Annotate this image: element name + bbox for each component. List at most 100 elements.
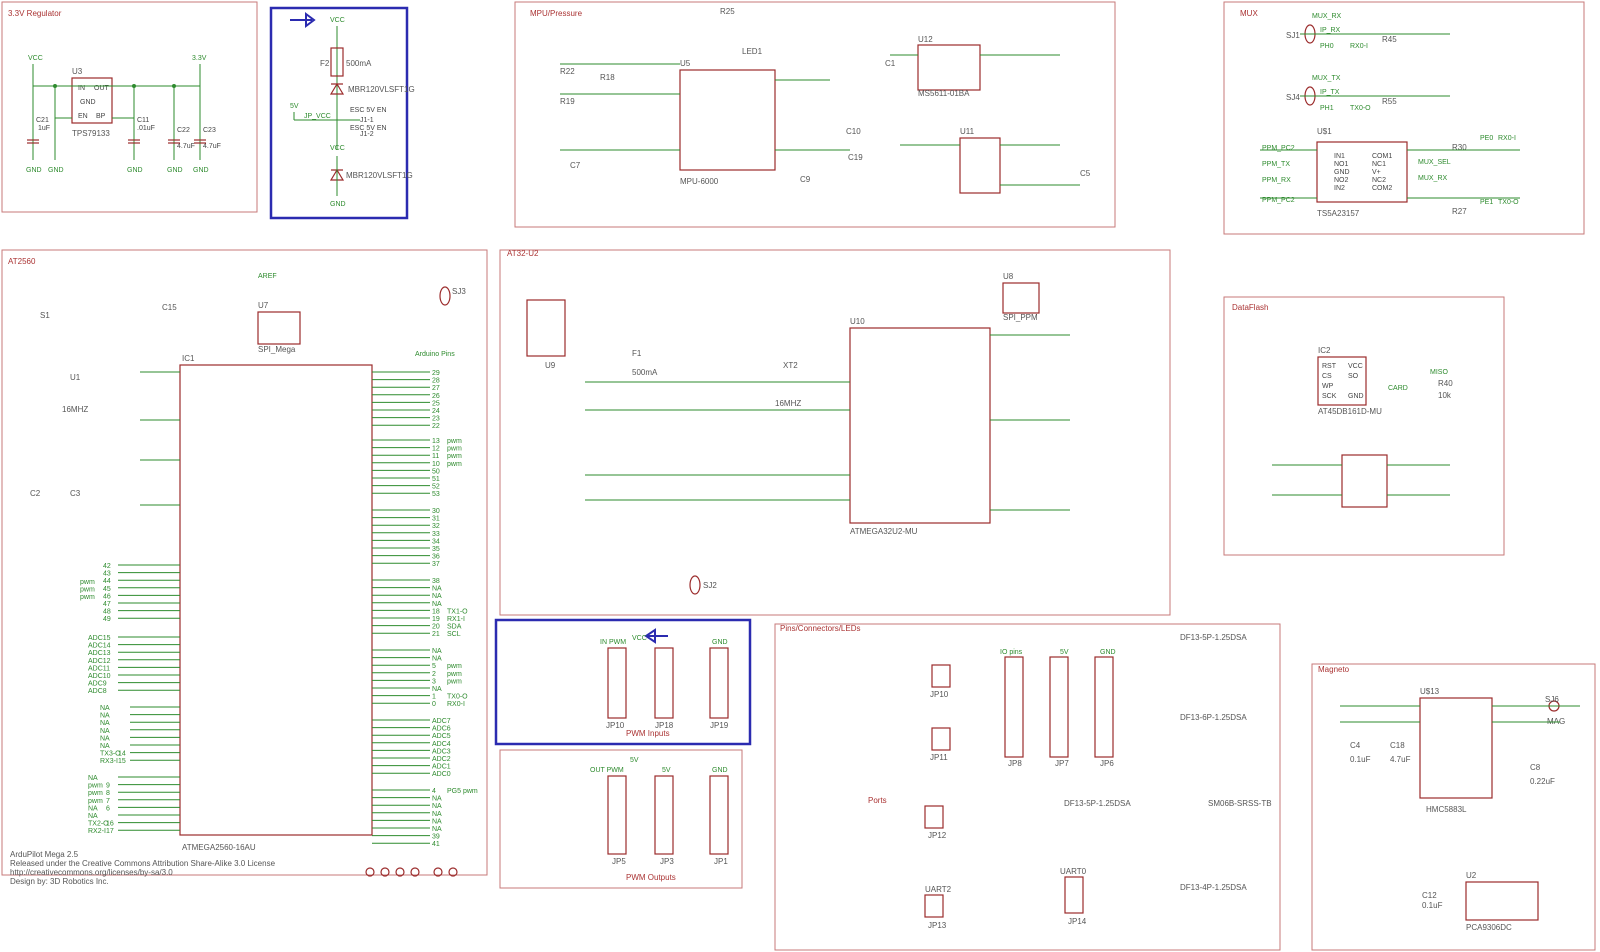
svg-text:PPM_TX: PPM_TX — [1262, 161, 1290, 168]
svg-text:GND: GND — [48, 167, 64, 174]
svg-text:RST: RST — [1322, 363, 1337, 370]
svg-text:C21: C21 — [36, 117, 49, 124]
pin-function: SDA — [447, 624, 462, 631]
svg-text:MS5611-01BA: MS5611-01BA — [918, 89, 970, 98]
svg-text:OUT: OUT — [94, 85, 110, 92]
svg-text:R45: R45 — [1382, 35, 1397, 44]
pin-number: 45 — [103, 586, 111, 593]
pin-label: TX3-O — [100, 751, 121, 758]
at32u2-circuit: U10 ATMEGA32U2-MU U9 F1 500mA XT2 16MHZ … — [526, 272, 1070, 595]
pin-number: 35 — [432, 546, 440, 553]
pin-function: TX0-O — [447, 694, 468, 701]
svg-text:VCC: VCC — [330, 145, 345, 152]
svg-text:SM06B-SRSS-TB: SM06B-SRSS-TB — [1208, 799, 1272, 808]
pin-adc-label: ADC14 — [88, 643, 111, 650]
pin-number: NA — [432, 648, 442, 655]
svg-text:C23: C23 — [203, 127, 216, 134]
pin-number: 13 — [432, 438, 440, 445]
svg-text:5V: 5V — [1060, 649, 1069, 656]
svg-text:MUX_RX: MUX_RX — [1312, 13, 1342, 20]
pin-number: 12 — [432, 446, 440, 453]
svg-text:VCC: VCC — [632, 635, 647, 642]
footer-credit: Design by: 3D Robotics Inc. — [10, 877, 109, 886]
svg-text:SO: SO — [1348, 373, 1359, 380]
pin-adc-label: ADC4 — [432, 741, 451, 748]
svg-text:C15: C15 — [162, 303, 177, 312]
svg-text:4.7uF: 4.7uF — [177, 143, 195, 150]
svg-text:AREF: AREF — [258, 273, 277, 280]
pin-adc-label: ADC3 — [432, 748, 451, 755]
svg-text:GND: GND — [1100, 649, 1116, 656]
pin-function: pwm — [447, 438, 462, 445]
svg-text:JP10: JP10 — [606, 721, 625, 730]
svg-text:C7: C7 — [570, 161, 581, 170]
pin-number: 26 — [432, 393, 440, 400]
svg-text:PCA9306DC: PCA9306DC — [1466, 923, 1512, 932]
pin-number: 53 — [432, 491, 440, 498]
svg-text:IN1: IN1 — [1334, 153, 1345, 160]
pin-number: NA — [432, 826, 442, 833]
pin-function: PG5 pwm — [447, 788, 478, 795]
svg-text:C19: C19 — [848, 153, 863, 162]
svg-text:TX0-O: TX0-O — [1350, 105, 1371, 112]
pin-function: RX1-I — [447, 616, 465, 623]
pin-adc-label: ADC13 — [88, 650, 111, 657]
svg-text:GND: GND — [80, 99, 96, 106]
pin-number: NA — [432, 656, 442, 663]
svg-text:TPS79133: TPS79133 — [72, 129, 110, 138]
pin-label: pwm — [88, 790, 103, 797]
power-select-circuit: VCC F2 500mA MBR120VLSFT1G 5V JP_VCC ESC… — [290, 12, 415, 208]
svg-text:JP19: JP19 — [710, 721, 729, 730]
svg-text:GND: GND — [193, 167, 209, 174]
pin-number: 2 — [432, 671, 436, 678]
pin-number: 38 — [432, 578, 440, 585]
pin-function: pwm — [447, 663, 462, 670]
svg-text:GND: GND — [26, 167, 42, 174]
pin-number: 39 — [432, 834, 440, 841]
svg-text:C18: C18 — [1390, 741, 1405, 750]
svg-text:WP: WP — [1322, 383, 1334, 390]
pin-number: 29 — [432, 370, 440, 377]
svg-text:5V: 5V — [662, 767, 671, 774]
svg-text:MBR120VLSFT1G: MBR120VLSFT1G — [346, 171, 413, 180]
pin-number: 6 — [106, 805, 110, 812]
svg-text:IN PWM: IN PWM — [600, 639, 626, 646]
svg-text:JP_VCC: JP_VCC — [304, 113, 331, 120]
svg-text:MISO: MISO — [1430, 369, 1448, 376]
svg-text:JP13: JP13 — [928, 921, 947, 930]
mount-hole-icon — [380, 867, 390, 877]
svg-text:PPM_PC2: PPM_PC2 — [1262, 145, 1295, 152]
pin-number: 47 — [103, 601, 111, 608]
svg-text:U10: U10 — [850, 317, 865, 326]
pin-number: 19 — [432, 616, 440, 623]
svg-text:COM1: COM1 — [1372, 153, 1392, 160]
svg-text:JP1: JP1 — [714, 857, 728, 866]
svg-text:GND: GND — [127, 167, 143, 174]
svg-text:C5: C5 — [1080, 169, 1091, 178]
svg-text:0.1uF: 0.1uF — [1350, 755, 1371, 764]
svg-text:MUX_TX: MUX_TX — [1312, 75, 1341, 82]
svg-text:U8: U8 — [1003, 272, 1014, 281]
svg-text:C11: C11 — [137, 117, 149, 124]
pin-number: 22 — [432, 423, 440, 430]
pin-number: 42 — [103, 563, 111, 570]
svg-text:PH1: PH1 — [1320, 105, 1334, 112]
mount-hole-icon — [395, 867, 405, 877]
title-mux: MUX — [1240, 9, 1258, 18]
pin-label: TX2-O — [88, 821, 109, 828]
footer-credits: ArduPilot Mega 2.5 Released under the Cr… — [10, 850, 458, 886]
svg-text:U2: U2 — [1466, 871, 1477, 880]
svg-text:0.22uF: 0.22uF — [1530, 777, 1555, 786]
footer-license: Released under the Creative Commons Attr… — [10, 859, 276, 868]
svg-text:DF13-5P-1.25DSA: DF13-5P-1.25DSA — [1180, 633, 1247, 642]
svg-text:PWM Outputs: PWM Outputs — [626, 873, 676, 882]
mount-hole-icon — [365, 867, 375, 877]
svg-text:BP: BP — [96, 113, 106, 120]
block-magneto — [1311, 663, 1596, 951]
svg-text:IN2: IN2 — [1334, 185, 1345, 192]
svg-text:U1: U1 — [70, 373, 81, 382]
pin-adc-label: ADC5 — [432, 733, 451, 740]
svg-text:V+: V+ — [1372, 169, 1381, 176]
svg-text:R18: R18 — [600, 73, 615, 82]
